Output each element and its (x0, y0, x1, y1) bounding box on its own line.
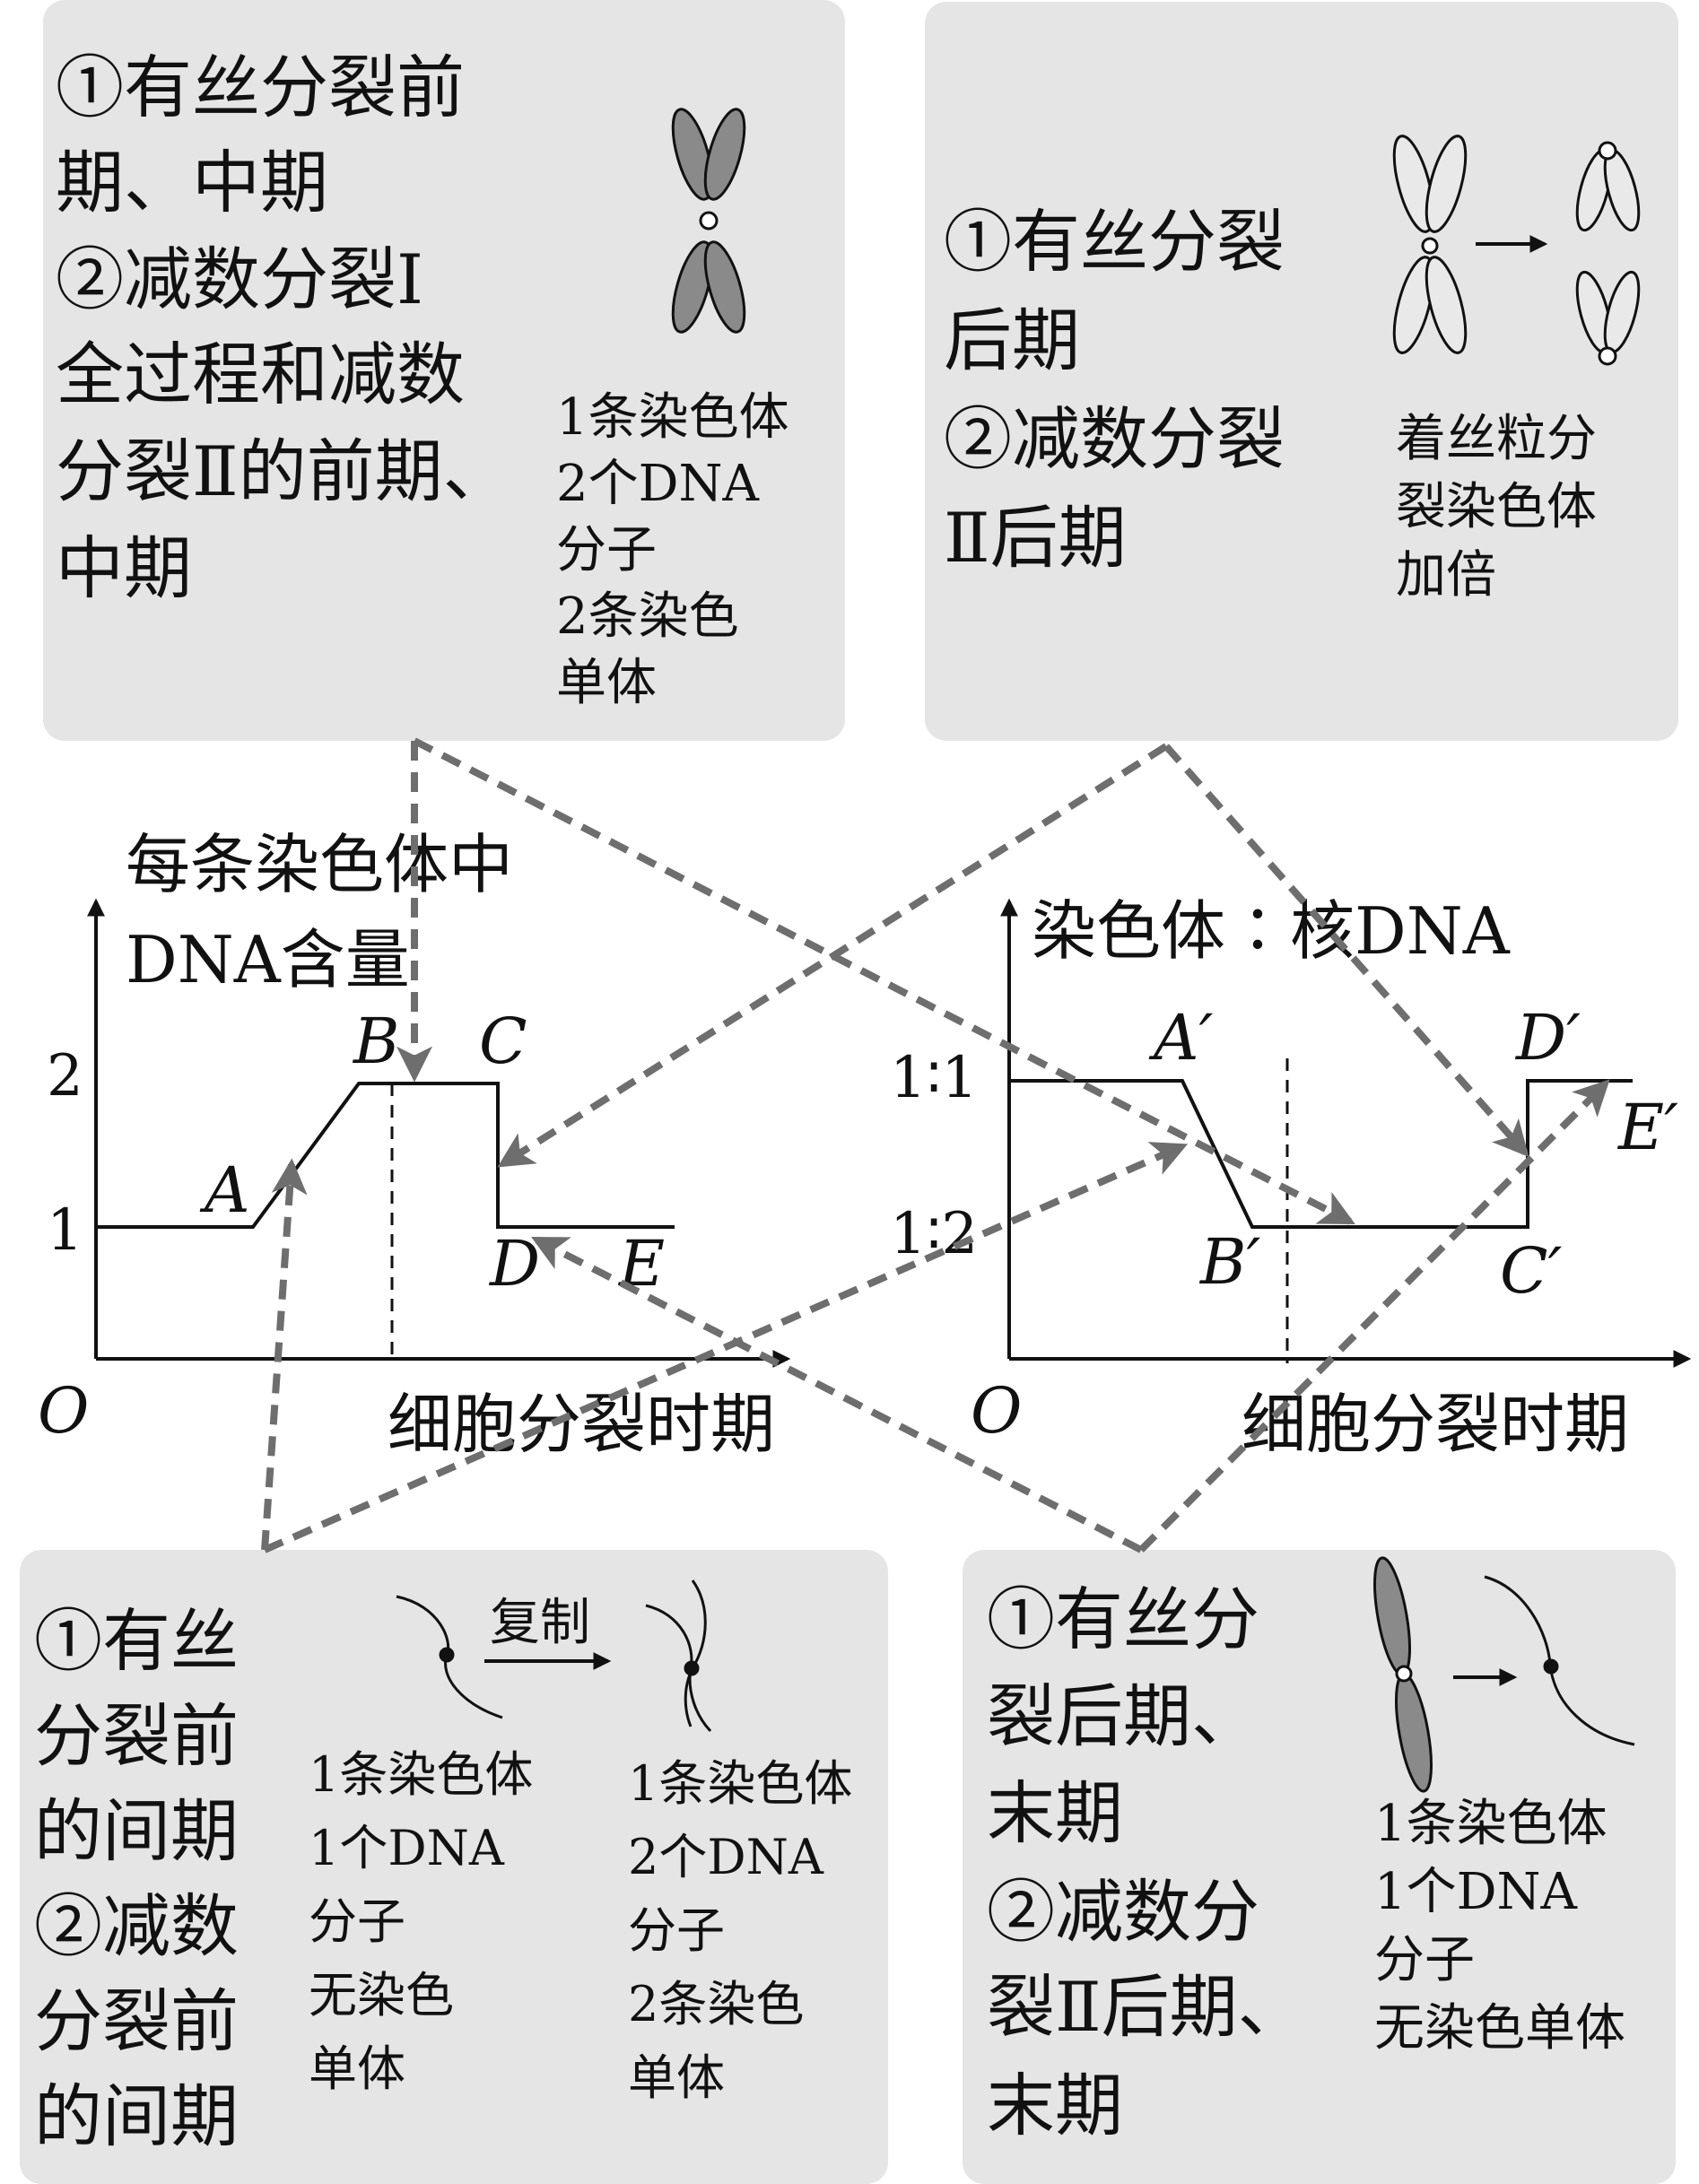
br-line-6: 末期 (987, 2066, 1123, 2145)
tl-line-5: 分裂Ⅱ的前期、 (56, 431, 511, 511)
tl-detail-3: 分子 (556, 521, 657, 579)
tl-detail-5: 单体 (556, 654, 657, 712)
br-detail-2: 1个DNA (1374, 1863, 1577, 1921)
graph-left-point-c: C (479, 1005, 527, 1078)
graph-left-ylabel-2: DNA含量 (126, 922, 410, 997)
tr-line-4: Ⅱ后期 (944, 498, 1127, 578)
graph-right-ytick-11: 1∶1 (890, 1045, 979, 1111)
arrow-bl-to-aprime (263, 1142, 1189, 1553)
tr-line-3: ②减数分裂 (944, 399, 1285, 479)
graph-left-ylabel-1: 每条染色体中 (126, 827, 514, 902)
bl-before-5: 单体 (309, 2040, 405, 2097)
tl-line-4: 全过程和减数 (56, 335, 465, 414)
bl-before-2: 1个DNA (309, 1820, 504, 1876)
graph-right-origin: O (971, 1374, 1023, 1448)
arrow-tr-to-c (497, 743, 1169, 1168)
bl-after-4: 2条染色 (628, 1976, 805, 2032)
panel-top-left (43, 0, 845, 741)
graph-right-point-d: D′ (1516, 1001, 1581, 1075)
graph-right-xlabel: 细胞分裂时期 (1242, 1387, 1630, 1462)
chromosome-split-top-icon (1575, 141, 1641, 232)
br-line-1: ①有丝分 (987, 1579, 1259, 1659)
br-detail-4: 无染色单体 (1374, 1999, 1625, 2058)
arrow-bl-to-a (261, 1158, 308, 1551)
bl-after-5: 单体 (628, 2049, 725, 2106)
graph-right-point-a: A′ (1154, 1001, 1214, 1075)
graph-left-point-a: A (205, 1153, 250, 1227)
tr-detail-1: 着丝粒分 (1396, 410, 1597, 468)
bl-after-3: 分子 (628, 1902, 725, 1959)
chromatin-single-icon (396, 1595, 503, 1719)
arrow-tl-to-aprime-bprime (413, 737, 1355, 1225)
tr-detail-2: 裂染色体 (1396, 478, 1597, 536)
graph-left-xlabel: 细胞分裂时期 (388, 1387, 776, 1462)
bl-line-3: 的间期 (34, 1791, 239, 1871)
bl-line-2: 分裂前 (34, 1696, 239, 1776)
bl-line-6: 的间期 (34, 2076, 239, 2156)
tr-detail-3: 加倍 (1396, 546, 1496, 605)
arrow-tr-to-dprime (1163, 744, 1529, 1157)
tl-line-3: ②减数分裂Ⅰ (56, 239, 424, 319)
arrow-br-to-eprime (1138, 1079, 1610, 1553)
graph-right-ylabel: 染色体∶核DNA (1032, 893, 1510, 969)
tl-line-2: 期、中期 (56, 143, 328, 222)
tr-line-1: ①有丝分裂 (944, 202, 1285, 282)
chromatin-double-icon (645, 1579, 712, 1733)
chromatin-after-icon (1484, 1575, 1635, 1746)
bl-before-3: 分子 (309, 1893, 405, 1950)
bl-before-1: 1条染色体 (309, 1746, 534, 1803)
graph-right-point-b: B′ (1200, 1225, 1261, 1299)
br-line-5: 裂Ⅱ后期、 (987, 1967, 1306, 2047)
graph-left-origin: O (38, 1374, 90, 1448)
tl-line-1: ①有丝分裂前 (56, 48, 465, 127)
br-line-3: 末期 (987, 1773, 1123, 1853)
chromosome-split-bottom-icon (1575, 270, 1641, 366)
panel-top-right (925, 2, 1678, 741)
bl-copy-label: 复制 (490, 1594, 590, 1652)
br-detail-1: 1条染色体 (1374, 1795, 1608, 1853)
chromosome-single-dark-icon (1373, 1556, 1433, 1793)
br-detail-3: 分子 (1374, 1931, 1475, 1989)
graph-right-point-e: E′ (1618, 1091, 1678, 1164)
bl-line-1: ①有丝 (34, 1601, 239, 1681)
panel-bottom-right (963, 1550, 1676, 2184)
bl-line-4: ②减数 (34, 1886, 239, 1966)
chromosome-x-light-icon (1392, 135, 1468, 354)
tl-detail-4: 2条染色 (556, 587, 739, 646)
graph-left-point-b: B (353, 1005, 400, 1078)
bl-line-5: 分裂前 (34, 1981, 239, 2061)
tl-detail-2: 2个DNA (556, 455, 759, 513)
bl-after-1: 1条染色体 (628, 1755, 853, 1812)
graph-left-ytick-2: 2 (47, 1043, 83, 1109)
br-line-4: ②减数分 (987, 1872, 1259, 1952)
graph-right-curve (1009, 1079, 1633, 1229)
tl-line-6: 中期 (56, 528, 192, 608)
arrow-br-to-d (531, 1236, 1143, 1553)
chromosome-x-dark-icon (671, 108, 746, 334)
tr-line-2: 后期 (944, 300, 1080, 380)
connector-arrows (261, 737, 1610, 1553)
tl-detail-1: 1条染色体 (556, 388, 789, 447)
graph-left-curve (96, 1082, 675, 1229)
graph-left-ytick-1: 1 (47, 1197, 83, 1264)
graph-right-point-c: C′ (1500, 1234, 1563, 1308)
br-line-2: 裂后期、 (987, 1676, 1259, 1756)
bl-before-4: 无染色 (309, 1967, 454, 2023)
bl-after-2: 2个DNA (628, 1829, 823, 1885)
